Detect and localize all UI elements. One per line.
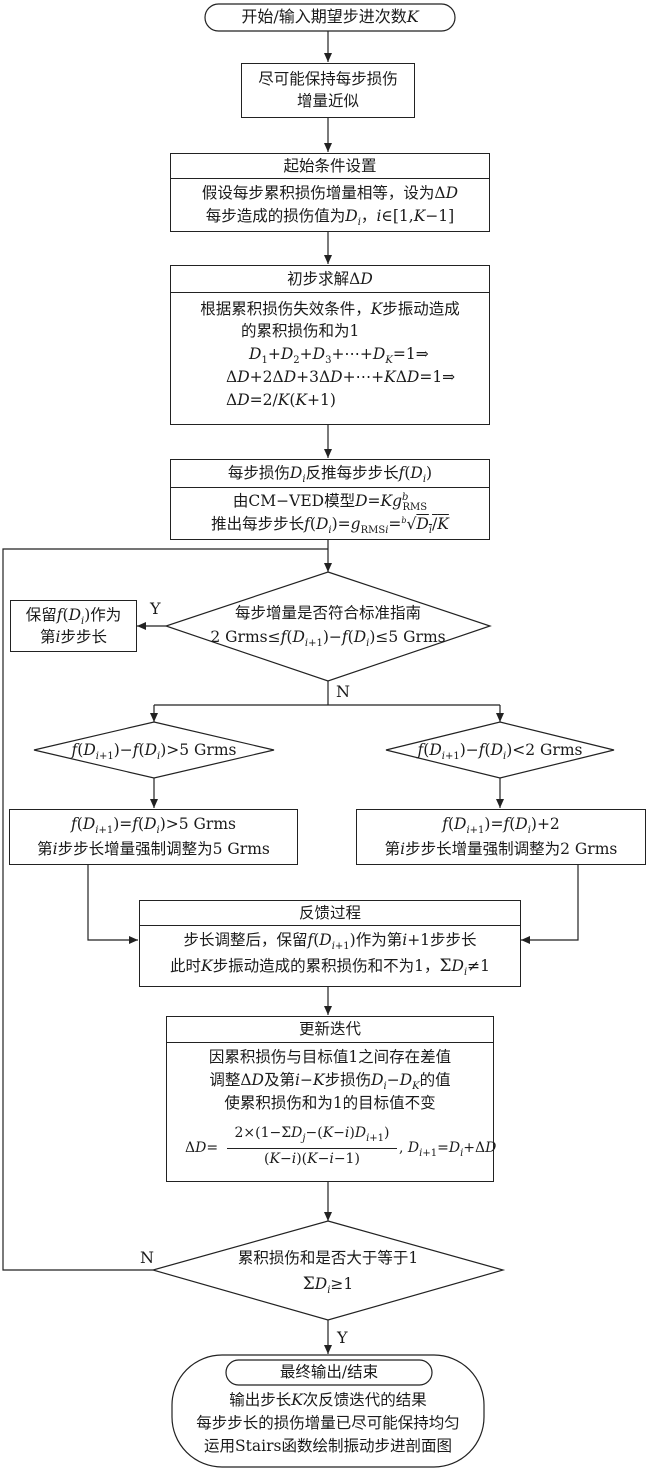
start-terminal: [204, 3, 456, 32]
initial-solve-eq2: ΔD+2ΔD+3ΔD+⋯+KΔD=1⇒: [226, 368, 456, 386]
keep-similar-box: 尽可能保持每步损伤 增量近似: [241, 63, 415, 118]
update-title: 更新迭代: [298, 1020, 361, 1038]
update-line3: 使累积损伤和为1的目标值不变: [224, 1094, 436, 1112]
update-iteration-box: 更新迭代 因累积损伤与目标值1之间存在差值 调整ΔD及第i−K步损伤Di−DK的…: [166, 1016, 497, 1182]
initial-solve-line2: 的累积损伤和为1: [241, 322, 360, 340]
cond-right-text: f(Di+1)−f(Di)<2 Grms: [417, 741, 583, 762]
derive-step-title: 每步损伤Di反推每步步长f(Di): [227, 464, 433, 485]
initial-conditions-line2: 每步造成的损伤值为Di，i∈[1,K−1]: [205, 207, 455, 228]
end-line2: 每步步长的损伤增量已尽可能保持均匀: [196, 1414, 460, 1432]
keep-similar-line2: 增量近似: [296, 92, 359, 110]
initial-conditions-title: 起始条件设置: [283, 157, 377, 175]
derive-step-line2: 推出每步步长f(Di)=gRMSi=b√Di/K: [211, 515, 449, 536]
final-check-line1: 累积损伤和是否大于等于1: [237, 1249, 419, 1267]
keep-step-line2: 第i步步长: [40, 628, 107, 646]
feedback-box: 反馈过程 步长调整后，保留f(Di+1)作为第i+1步步长 此时K步振动造成的累…: [139, 900, 521, 987]
end-line1: 输出步长K次反馈迭代的结果: [229, 1391, 427, 1409]
final-check-line2: ΣDi≥1: [302, 1274, 354, 1296]
adjust-left-box: f(Di+1)=f(Di)>5 Grms 第i步步长增量强制调整为5 Grms: [9, 809, 298, 865]
update-line2: 调整ΔD及第i−K步损伤Di−DK的值: [209, 1071, 451, 1092]
yes-label-1: Y: [150, 599, 161, 618]
adjust-right-line2: 第i步步长增量强制调整为2 Grms: [384, 840, 618, 858]
end-line3: 运用Stairs函数绘制振动步进剖面图: [204, 1437, 452, 1455]
update-line1: 因累积损伤与目标值1之间存在差值: [208, 1048, 452, 1066]
keep-similar-line1: 尽可能保持每步损伤: [258, 70, 398, 88]
initial-conditions-line1: 假设每步累积损伤增量相等，设为ΔD: [201, 184, 459, 202]
initial-solve-eq1: D1+D2+D3+⋯+DK=1⇒: [249, 345, 429, 366]
yes-label-2: Y: [337, 1328, 348, 1347]
initial-solve-line1: 根据累积损伤失效条件，K步振动造成: [200, 300, 460, 318]
update-formula: ΔD= 2×(1−ΣDj−(K−i)Di+1) (K−i)(K−i−1) , D…: [185, 1125, 497, 1167]
check-standard-line2: 2 Grms≤f(Di+1)−f(Di)≤5 Grms: [210, 628, 446, 649]
decision-cumulative-check: [150, 1220, 506, 1321]
initial-solve-box: 初步求解ΔD 根据累积损伤失效条件，K步振动造成 的累积损伤和为1 D1+D2+…: [170, 265, 490, 425]
feedback-title: 反馈过程: [298, 904, 361, 922]
feedback-line2: 此时K步振动造成的累积损伤和不为1，ΣDi≠1: [169, 956, 490, 978]
adjust-right-box: f(Di+1)=f(Di)+2 第i步步长增量强制调整为2 Grms: [356, 809, 646, 865]
check-standard-line1: 每步增量是否符合标准指南: [234, 604, 421, 622]
feedback-line1: 步长调整后，保留f(Di+1)作为第i+1步步长: [183, 931, 477, 952]
start-text: 开始/输入期望步进次数: [241, 7, 407, 26]
initial-solve-title: 初步求解ΔD: [287, 270, 373, 288]
derive-step-box: 每步损伤Di反推每步步长f(Di) 由CM−VED模型D=KgbRMS 推出每步…: [170, 459, 490, 540]
end-title: 最终输出/结束: [279, 1363, 379, 1381]
start-var: K: [406, 7, 419, 26]
adjust-right-line1: f(Di+1)=f(Di)+2: [442, 815, 560, 836]
initial-solve-eq3: ΔD=2/K(K+1): [226, 391, 336, 409]
keep-step-line1: 保留f(Di)作为: [25, 606, 122, 627]
cond-left-text: f(Di+1)−f(Di)>5 Grms: [71, 741, 237, 762]
adjust-left-line2: 第i步步长增量强制调整为5 Grms: [37, 840, 270, 858]
end-title-terminal: [225, 1359, 433, 1386]
no-label-1: N: [336, 682, 350, 701]
start-label: 开始/输入期望步进次数K: [205, 7, 455, 27]
initial-conditions-box: 起始条件设置 假设每步累积损伤增量相等，设为ΔD 每步造成的损伤值为Di，i∈[…: [170, 153, 490, 232]
derive-step-line1: 由CM−VED模型D=KgbRMS: [232, 492, 428, 513]
keep-step-box: 保留f(Di)作为 第i步步长: [10, 600, 137, 652]
adjust-left-line1: f(Di+1)=f(Di)>5 Grms: [71, 815, 236, 836]
no-label-2: N: [140, 1248, 154, 1267]
